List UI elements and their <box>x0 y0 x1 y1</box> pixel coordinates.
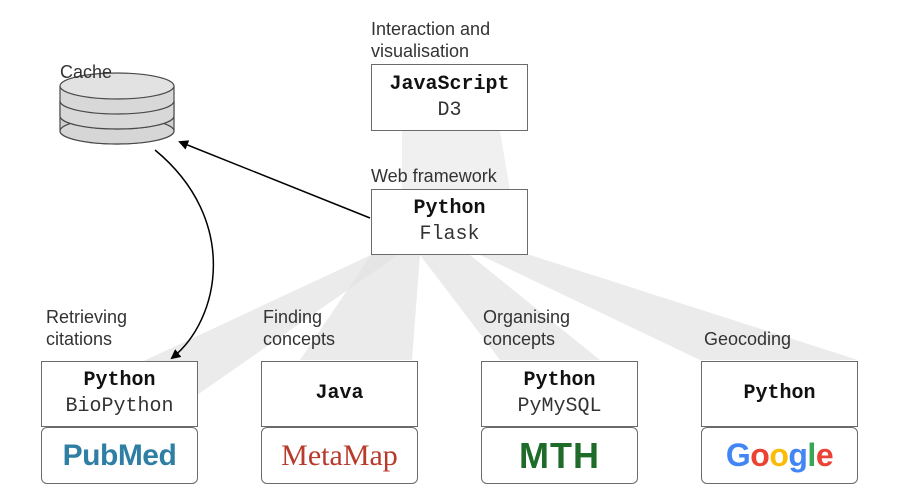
database-icon <box>59 72 175 145</box>
top-caption: Interaction and visualisation <box>371 19 491 61</box>
top-lib: D3 <box>437 98 462 122</box>
metamap-logo-text: MetaMap <box>281 438 398 472</box>
web-framework-box: Python Flask <box>371 189 528 255</box>
finding-box: Java <box>261 361 418 427</box>
arrow-cache-to-citations <box>154 149 215 360</box>
web-lang: Python <box>413 197 486 220</box>
citations-box: Python BioPython <box>41 361 198 427</box>
connector-fan-organising <box>420 255 600 360</box>
metamap-logo: MetaMap <box>261 427 418 484</box>
organising-caption: Organising concepts <box>483 307 571 349</box>
connector-fan-finding <box>300 255 420 360</box>
arrow-web-to-cache <box>178 140 371 219</box>
javascript-box: JavaScript D3 <box>371 64 528 131</box>
connector-fan-geocoding <box>480 255 858 360</box>
geocoding-box: Python <box>701 361 858 427</box>
google-logo: Google <box>701 427 858 484</box>
organising-lib: PyMySQL <box>517 395 602 418</box>
geocoding-lang: Python <box>743 382 816 405</box>
pubmed-logo-text: PubMed <box>62 438 177 472</box>
organising-box: Python PyMySQL <box>481 361 638 427</box>
google-logo-text: Google <box>725 437 834 473</box>
finding-caption: Finding concepts <box>263 307 336 349</box>
pubmed-logo: PubMed <box>41 427 198 484</box>
cache-label: Cache <box>60 62 113 82</box>
mth-logo-text: MTH <box>519 434 600 476</box>
top-lang: JavaScript <box>389 72 510 96</box>
finding-lang: Java <box>315 382 364 405</box>
web-lib: Flask <box>419 223 480 246</box>
citations-lib: BioPython <box>65 395 174 418</box>
citations-caption: Retrieving citations <box>46 307 128 349</box>
connector-fan-top <box>402 131 510 190</box>
mth-logo: MTH <box>481 427 638 484</box>
geocoding-caption: Geocoding <box>704 329 792 349</box>
web-caption: Web framework <box>371 166 497 186</box>
citations-lang: Python <box>83 369 156 392</box>
organising-lang: Python <box>523 369 596 392</box>
